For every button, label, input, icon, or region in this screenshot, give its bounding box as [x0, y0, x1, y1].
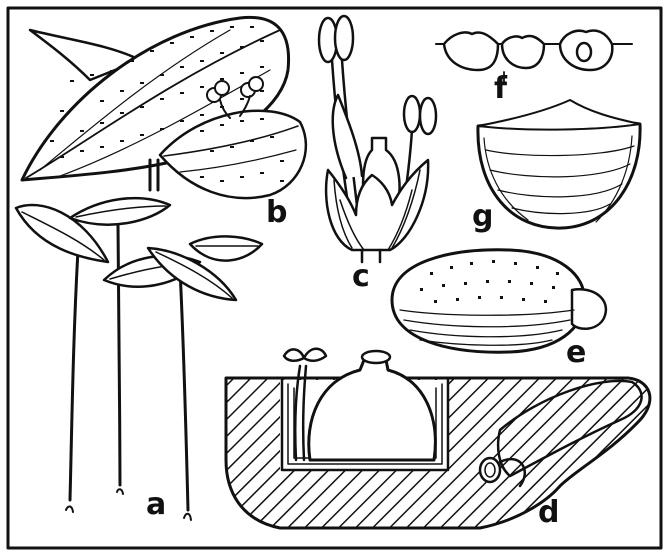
label-e: e: [566, 335, 586, 370]
cup-seed-illustration: [478, 100, 640, 228]
label-c: c: [352, 259, 370, 294]
stamen-flower-illustration: [319, 16, 436, 262]
label-f: f: [494, 71, 508, 106]
seedlings-illustration: [16, 198, 262, 520]
label-d: d: [538, 495, 559, 530]
label-g: g: [472, 199, 493, 234]
label-b: b: [266, 195, 287, 230]
label-a: a: [146, 487, 166, 522]
seed-row-illustration: [436, 31, 632, 83]
seed-cross-section-illustration: [226, 349, 650, 528]
leaf-with-flowers-illustration: [22, 17, 306, 198]
